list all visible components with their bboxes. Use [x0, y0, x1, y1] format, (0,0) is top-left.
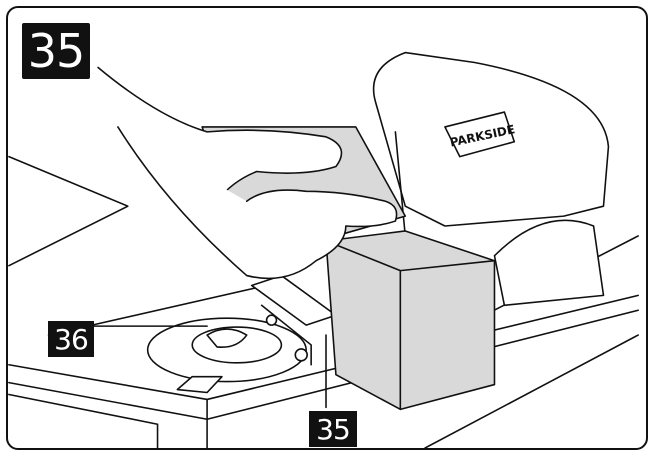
callout-35-label: 35	[309, 411, 357, 447]
table-saw-illustration: PARKSIDE	[8, 51, 639, 448]
table-right-edge	[424, 334, 639, 448]
gauge-pointer	[176, 375, 223, 394]
rail-edge	[260, 304, 312, 366]
right-hand	[117, 126, 398, 280]
saw-blade	[493, 219, 605, 307]
brand-plate	[444, 111, 516, 158]
callout-36-label: 36	[48, 321, 94, 357]
workpiece	[325, 230, 496, 411]
guard-edge	[394, 131, 407, 237]
background-table-line	[8, 155, 129, 267]
illustration-frame: PARKSIDE 35 36 35	[6, 6, 648, 450]
mitre-gauge-disc	[146, 317, 307, 383]
rail-screw-2	[294, 348, 308, 362]
step-number-badge: 35	[22, 23, 90, 79]
locking-knob	[206, 328, 248, 348]
mitre-gauge-inner	[191, 326, 283, 364]
guide-rail	[250, 274, 337, 326]
table-leg-line	[8, 393, 159, 448]
rail-screw-1	[265, 314, 278, 326]
